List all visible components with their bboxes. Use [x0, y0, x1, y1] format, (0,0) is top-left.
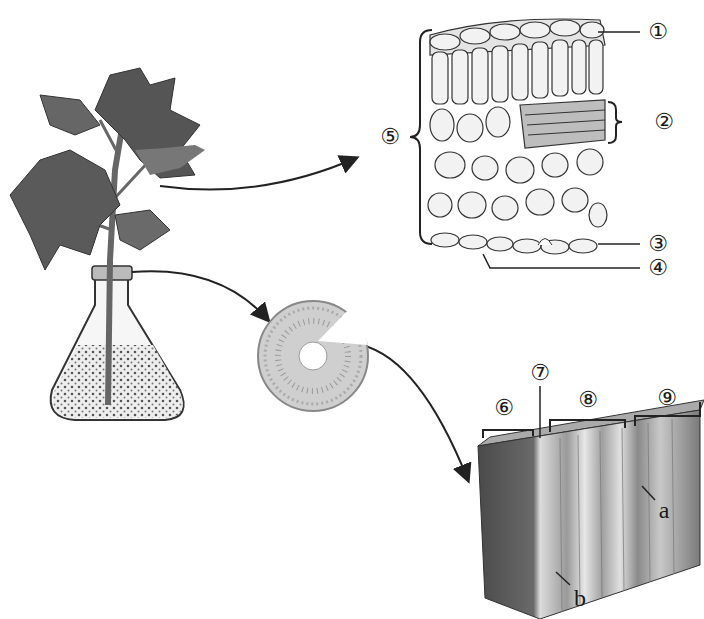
- callout-label: b: [574, 586, 586, 610]
- callout-label: ③: [648, 233, 668, 255]
- callout-label: ②: [654, 111, 674, 133]
- callout-label: ④: [648, 257, 668, 279]
- callout-label: ①: [648, 21, 668, 43]
- callout-label: ⑨: [657, 387, 677, 409]
- callout-label: ⑦: [530, 362, 550, 384]
- callout-label: ⑥: [494, 397, 514, 419]
- callout-label: ⑤: [380, 126, 400, 148]
- callout-label: a: [659, 498, 670, 522]
- callout-label: ⑧: [578, 389, 598, 411]
